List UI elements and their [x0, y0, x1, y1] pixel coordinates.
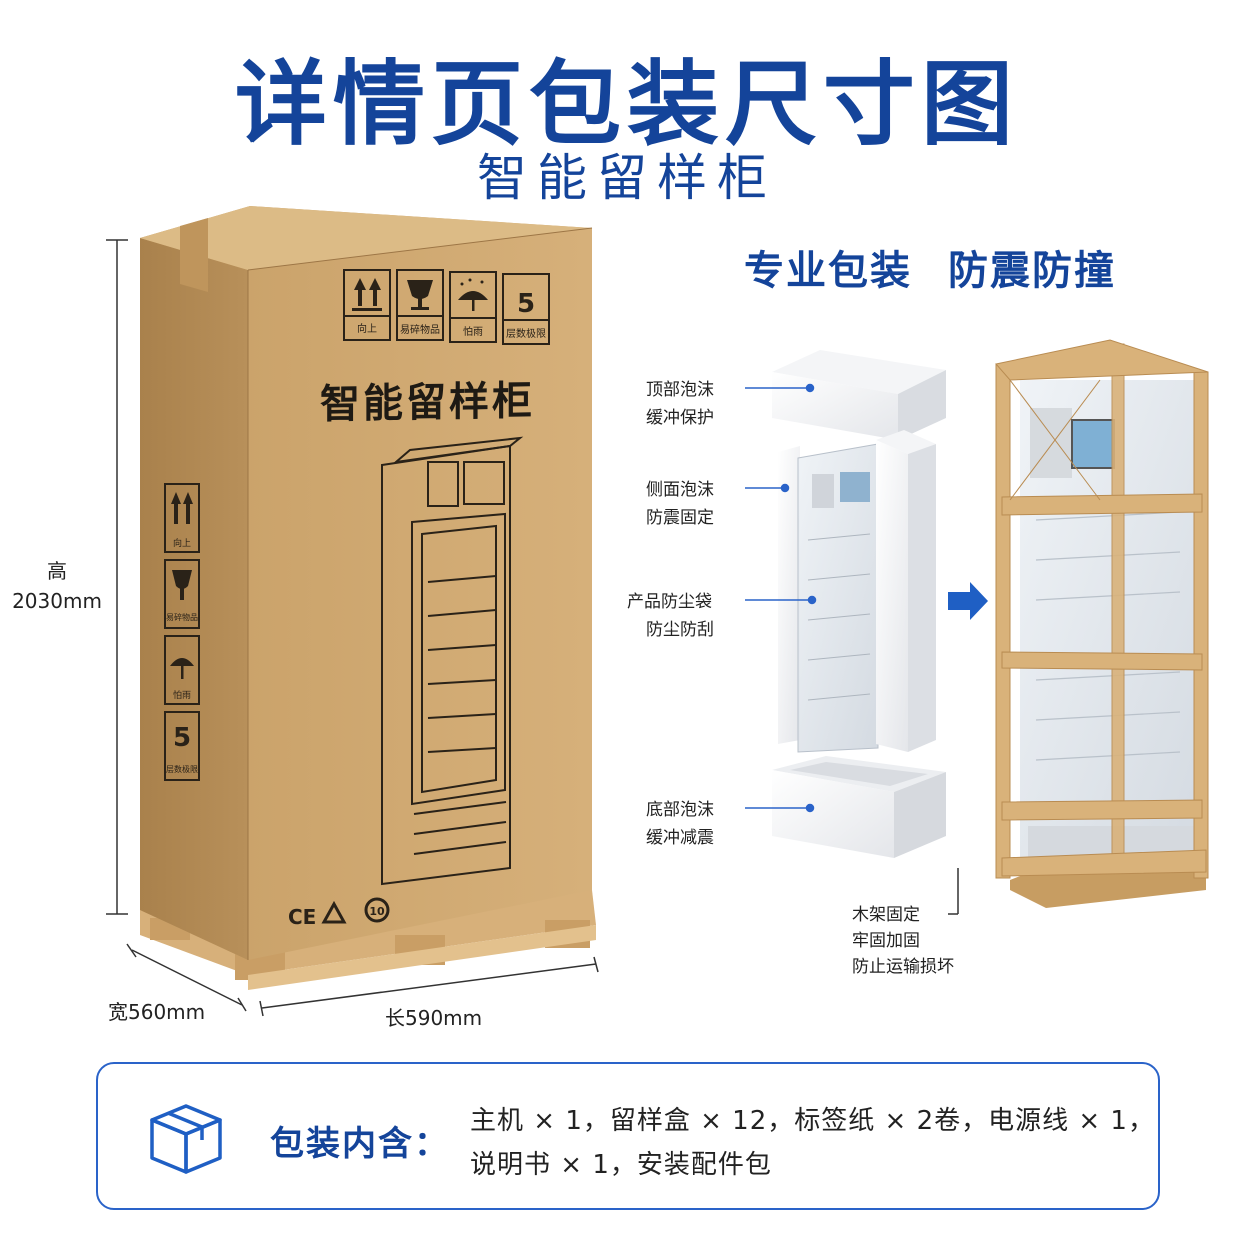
package-contents-line-1: 主机 × 1，留样盒 × 12，标签纸 × 2卷，电源线 × 1， [470, 1106, 1155, 1136]
callout-side-foam: 侧面泡沫 防震固定 [646, 476, 714, 532]
callout-title: 产品防尘袋 [627, 592, 712, 612]
arrow-right-icon [948, 582, 988, 620]
product-dust-bag [797, 443, 879, 753]
cabinet-line-drawing [381, 436, 524, 886]
callout-dust-bag: 产品防尘袋 防尘防刮 [627, 588, 714, 644]
side-foam-right [876, 430, 936, 752]
page-subtitle: 智能留样柜 [477, 149, 777, 207]
height-dimension-line [106, 239, 128, 915]
carton-box [140, 206, 593, 960]
height-label: 高 [47, 559, 67, 583]
10-year-icon: 10 [364, 897, 390, 923]
length-dimension: 长590mm [385, 1006, 483, 1030]
symbol-caption-rain: 怕雨 [463, 327, 483, 338]
page-title: 详情页包装尺寸图 [234, 51, 1019, 158]
carton-product-label: 智能留样柜 [320, 378, 535, 428]
handling-symbols-side [164, 483, 200, 781]
callout-title: 木架固定 [852, 905, 920, 925]
symbol-caption-fragile: 易碎物品 [400, 325, 440, 336]
wooden-crate [995, 339, 1209, 908]
fragile-glass-icon [407, 280, 433, 310]
package-contents-line-2: 说明书 × 1，安装配件包 [470, 1150, 772, 1180]
package-contents-label: 包装内含： [270, 1124, 450, 1164]
callout-title: 底部泡沫 [646, 800, 714, 820]
umbrella-rain-icon [170, 658, 194, 679]
arrows-up-icon [352, 278, 382, 311]
side-foam-left [778, 446, 800, 744]
top-foam [772, 350, 946, 440]
callout-wood-frame: 木架固定 牢固加固 防止运输损坏 [852, 902, 954, 980]
callout-title: 顶部泡沫 [646, 380, 714, 400]
symbol-caption-up-side: 向上 [172, 539, 191, 549]
callout-desc: 牢固加固 [852, 931, 920, 951]
umbrella-rain-icon [458, 278, 488, 311]
symbol-caption-stack: 层数极限 [506, 329, 546, 340]
callout-leaders [745, 383, 959, 915]
callout-desc: 缓冲保护 [646, 408, 714, 428]
symbol-caption-rain-side: 怕雨 [172, 691, 191, 701]
width-dimension: 宽560mm [108, 1000, 206, 1024]
callout-desc: 防震固定 [646, 508, 714, 528]
height-value: 2030mm [12, 589, 102, 613]
callout-desc: 防尘防刮 [646, 620, 714, 640]
arrows-up-icon [171, 492, 193, 524]
package-box-icon [150, 1104, 222, 1174]
ce-mark: CE [288, 905, 316, 929]
slogan: 专业包装 防震防撞 [744, 248, 1116, 294]
symbol-caption-fragile-side: 易碎物品 [166, 613, 198, 622]
svg-text:10: 10 [369, 905, 385, 918]
recycle-icon [321, 900, 347, 924]
height-dimension: 高 2030mm [8, 556, 106, 616]
width-dimension-line [126, 943, 247, 1012]
length-dimension-line [259, 956, 599, 1017]
callout-bottom-foam: 底部泡沫 缓冲减震 [646, 796, 714, 852]
stack-limit-icon: 5 [173, 723, 191, 753]
package-contents-panel [96, 1062, 1160, 1210]
stack-limit-icon: 5 [517, 289, 535, 319]
symbol-caption-up: 向上 [357, 324, 377, 335]
callout-title: 侧面泡沫 [646, 480, 714, 500]
bottom-foam [772, 756, 946, 858]
callout-desc: 缓冲减震 [646, 828, 714, 848]
symbol-caption-stack-side: 层数极限 [166, 765, 198, 774]
fragile-glass-icon [172, 570, 192, 600]
handling-symbols-front [343, 269, 550, 345]
callout-desc: 防止运输损坏 [852, 957, 954, 977]
callout-top-foam: 顶部泡沫 缓冲保护 [646, 376, 714, 432]
